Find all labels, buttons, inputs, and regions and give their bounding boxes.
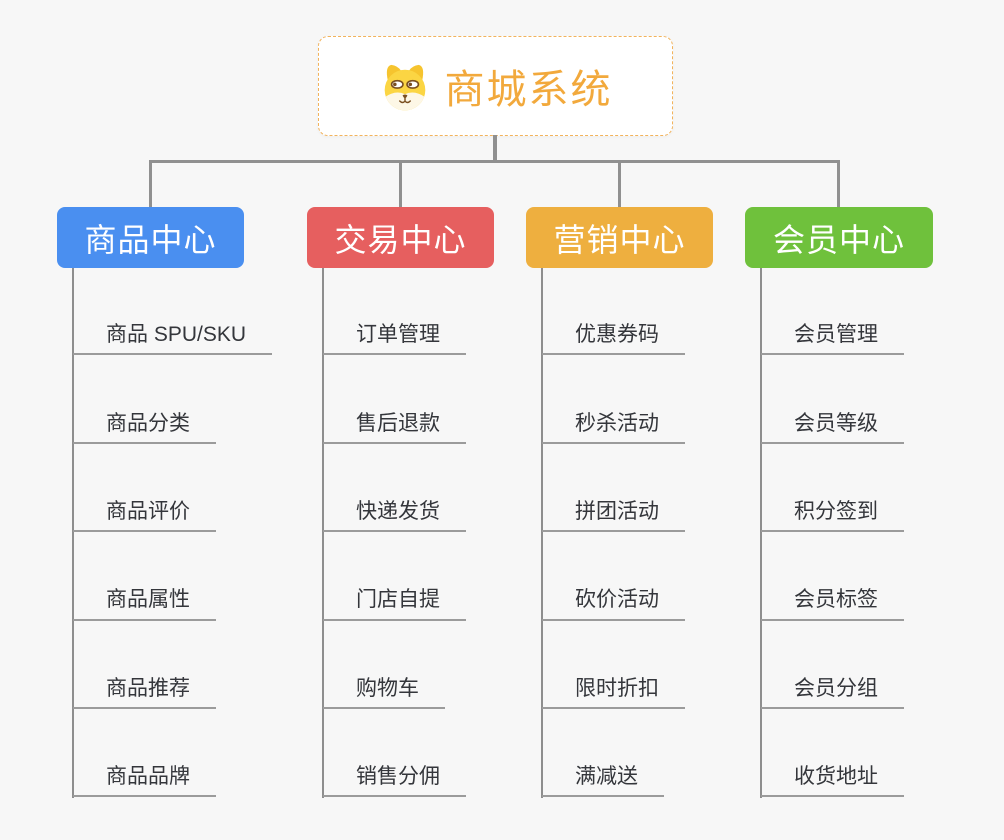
connector-root-stem (493, 135, 497, 162)
connector-drop-trade (399, 160, 402, 207)
node-label: 商品分类 (73, 411, 216, 444)
node-member-tag[interactable]: 会员标签 (761, 532, 904, 621)
node-product-recommend[interactable]: 商品推荐 (73, 621, 216, 709)
connector-column-stem (322, 268, 324, 798)
connector-horizontal-bar (149, 160, 840, 163)
node-label: 收货地址 (761, 764, 904, 798)
branch-marketing-center: 营销中心 优惠券码 秒杀活动 拼团活动 砍价活动 限时折扣 满减送 (526, 207, 713, 798)
node-sales-commission[interactable]: 销售分佣 (323, 709, 466, 798)
node-label: 商品推荐 (73, 676, 216, 709)
node-label: 限时折扣 (542, 676, 685, 709)
node-shopping-cart[interactable]: 购物车 (323, 621, 445, 709)
node-label: 商品属性 (73, 587, 216, 621)
node-label: 快递发货 (323, 499, 466, 533)
branch-product-center: 商品中心 商品 SPU/SKU 商品分类 商品评价 商品属性 商品推荐 商品品牌 (57, 207, 273, 798)
branch-items-product: 商品 SPU/SKU 商品分类 商品评价 商品属性 商品推荐 商品品牌 (73, 267, 273, 798)
connector-drop-member (837, 160, 840, 207)
node-order-management[interactable]: 订单管理 (323, 267, 466, 356)
node-member-level[interactable]: 会员等级 (761, 355, 904, 444)
connector-column-stem (72, 268, 74, 798)
node-label: 商品 SPU/SKU (73, 322, 273, 356)
node-member-group[interactable]: 会员分组 (761, 621, 904, 709)
branch-header-trade[interactable]: 交易中心 (307, 207, 494, 268)
node-label: 订单管理 (323, 322, 466, 356)
node-label: 会员等级 (761, 411, 904, 444)
branch-items-trade: 订单管理 售后退款 快递发货 门店自提 购物车 销售分佣 (323, 267, 466, 798)
node-coupon-code[interactable]: 优惠券码 (542, 267, 685, 356)
node-label: 商品评价 (73, 499, 216, 533)
root-node[interactable]: 商城系统 (318, 36, 673, 136)
node-product-attribute[interactable]: 商品属性 (73, 532, 216, 621)
node-label: 优惠券码 (542, 322, 685, 356)
branch-header-product[interactable]: 商品中心 (57, 207, 244, 268)
node-flash-sale[interactable]: 秒杀活动 (542, 355, 685, 444)
node-product-brand[interactable]: 商品品牌 (73, 709, 216, 798)
branch-header-member[interactable]: 会员中心 (745, 207, 933, 268)
connector-column-stem (760, 268, 762, 798)
connector-drop-product (149, 160, 152, 207)
node-group-buy[interactable]: 拼团活动 (542, 444, 685, 533)
branch-items-member: 会员管理 会员等级 积分签到 会员标签 会员分组 收货地址 (761, 267, 904, 798)
node-label: 购物车 (323, 676, 445, 709)
node-label: 会员管理 (761, 322, 904, 356)
root-title: 商城系统 (444, 68, 613, 112)
node-shipping-address[interactable]: 收货地址 (761, 709, 904, 798)
connector-column-stem (541, 268, 543, 798)
node-label: 拼团活动 (542, 499, 685, 533)
node-label: 秒杀活动 (542, 411, 685, 444)
node-label: 砍价活动 (542, 587, 685, 621)
node-label: 门店自提 (323, 587, 466, 621)
branch-items-marketing: 优惠券码 秒杀活动 拼团活动 砍价活动 限时折扣 满减送 (542, 267, 685, 798)
dog-face-icon (384, 64, 425, 111)
node-aftersale-refund[interactable]: 售后退款 (323, 355, 466, 444)
node-store-pickup[interactable]: 门店自提 (323, 532, 466, 621)
node-product-category[interactable]: 商品分类 (73, 355, 216, 444)
node-member-management[interactable]: 会员管理 (761, 267, 904, 356)
node-points-checkin[interactable]: 积分签到 (761, 444, 904, 533)
node-label: 销售分佣 (323, 764, 466, 798)
connector-drop-marketing (618, 160, 621, 207)
node-express-delivery[interactable]: 快递发货 (323, 444, 466, 533)
node-product-review[interactable]: 商品评价 (73, 444, 216, 533)
branch-header-marketing[interactable]: 营销中心 (526, 207, 713, 268)
node-label: 会员标签 (761, 587, 904, 621)
node-label: 积分签到 (761, 499, 904, 533)
node-product-spu-sku[interactable]: 商品 SPU/SKU (73, 267, 273, 356)
node-label: 售后退款 (323, 411, 466, 444)
branch-member-center: 会员中心 会员管理 会员等级 积分签到 会员标签 会员分组 收货地址 (745, 207, 933, 798)
node-limited-time-discount[interactable]: 限时折扣 (542, 621, 685, 709)
node-full-reduction[interactable]: 满减送 (542, 709, 664, 798)
node-label: 会员分组 (761, 676, 904, 709)
branch-trade-center: 交易中心 订单管理 售后退款 快递发货 门店自提 购物车 销售分佣 (307, 207, 494, 798)
node-label: 满减送 (542, 764, 664, 798)
node-bargain-activity[interactable]: 砍价活动 (542, 532, 685, 621)
node-label: 商品品牌 (73, 764, 216, 798)
